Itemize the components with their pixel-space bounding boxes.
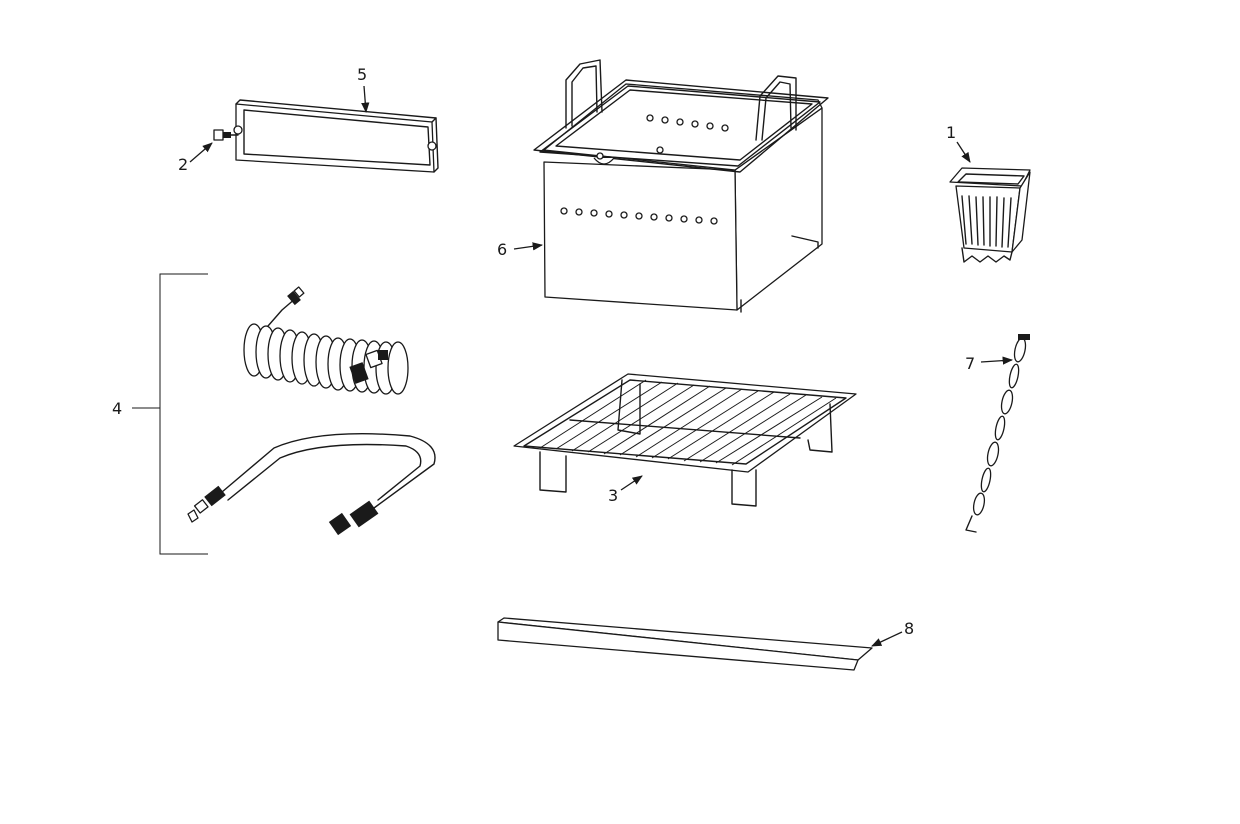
callout-8: 8 [871,619,914,647]
callout-2: 2 [178,142,213,174]
part-4-group-bracket [132,273,208,555]
callout-3-label: 3 [608,486,618,505]
rack-wires [539,379,837,466]
part-2-thumb-screw [213,129,239,141]
callout-6-label: 6 [497,240,507,259]
callout-5-label: 5 [357,65,367,84]
callout-8-label: 8 [904,619,914,638]
part-7-chain [965,334,1030,533]
callout-1-label: 1 [946,123,956,142]
callout-4-label: 4 [112,399,122,418]
part-8-angle-strip [497,617,873,671]
callout-3: 3 [608,475,643,505]
callout-5: 5 [357,65,370,114]
small-basket-slots [961,195,1012,248]
part-4-coiled-hose [243,286,409,395]
basket-back-holes [596,114,729,160]
callout-6: 6 [497,240,544,259]
part-3-wire-rack [513,373,857,507]
callout-2-label: 2 [178,155,188,174]
basket-front-holes [560,207,718,225]
part-4-u-hose [187,433,436,536]
callout-7-label: 7 [965,354,975,373]
callout-7: 7 [965,354,1014,373]
part-1-small-basket [949,167,1031,263]
part-5-handle-frame [233,99,439,173]
part-6-fry-basket [533,59,829,313]
callout-4: 4 [112,399,122,418]
callout-1: 1 [946,123,971,163]
